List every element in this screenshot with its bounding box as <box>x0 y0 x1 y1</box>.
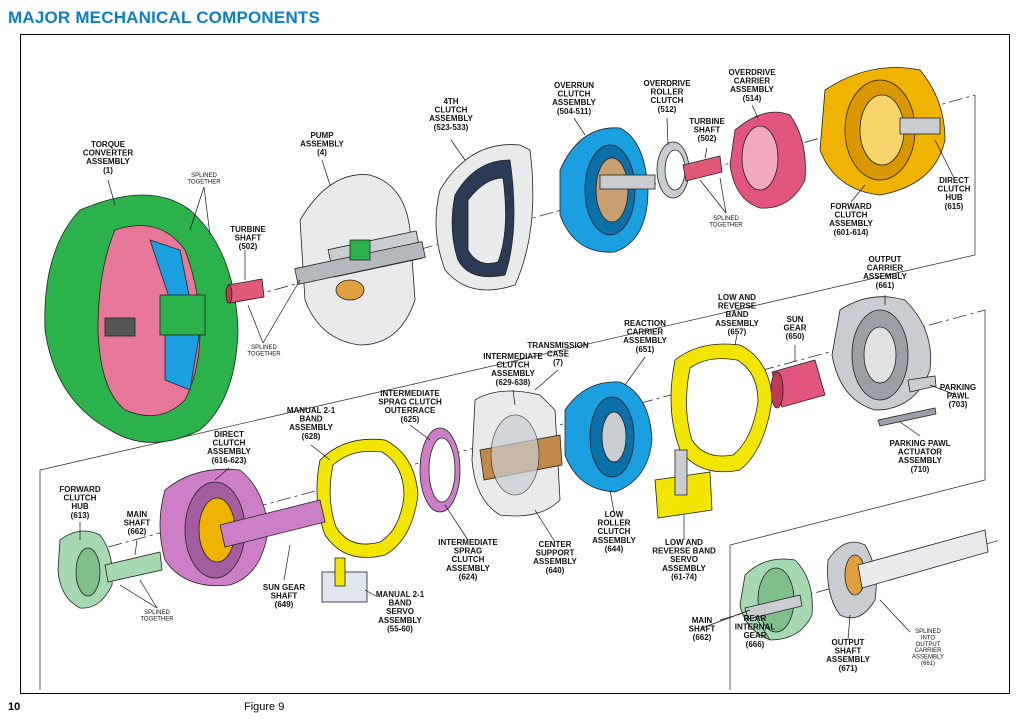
low-reverse-band-assembly <box>670 343 773 473</box>
page-number: 10 <box>8 701 21 713</box>
manual-band-assembly <box>316 438 419 558</box>
sun-gear <box>770 359 826 409</box>
transmission-case <box>471 390 563 517</box>
rear-internal-gear <box>739 558 813 641</box>
output-shaft-assembly <box>827 529 989 619</box>
figure-frame <box>20 34 1010 694</box>
torque-converter-assembly <box>44 194 239 443</box>
low-reverse-servo <box>654 449 713 519</box>
intermediate-sprag-outerrace <box>419 427 461 513</box>
parking-pawl <box>907 375 937 393</box>
pump-assembly <box>294 174 426 346</box>
parking-pawl-actuator <box>877 407 937 427</box>
turbine-shaft-2 <box>682 155 723 182</box>
forward-clutch-hub <box>57 530 113 609</box>
overdrive-carrier-assembly <box>729 111 806 209</box>
overdrive-roller-clutch <box>656 141 690 199</box>
direct-clutch-assembly <box>159 468 269 587</box>
leader-lines <box>79 104 957 641</box>
manual-servo <box>321 557 368 603</box>
sun-gear-shaft <box>219 499 326 548</box>
page-title: MAJOR MECHANICAL COMPONENTS <box>8 8 321 27</box>
overrun-clutch-assembly <box>559 127 656 253</box>
turbine-shaft-1 <box>225 278 265 304</box>
main-shaft-1 <box>104 551 163 583</box>
output-carrier-assembly <box>831 296 932 411</box>
forward-clutch-assembly <box>819 67 946 196</box>
reaction-carrier-assembly <box>564 381 653 493</box>
main-shaft-2 <box>744 594 803 620</box>
fourth-clutch-assembly <box>435 144 534 291</box>
figure-caption: Figure 9 <box>244 701 285 713</box>
